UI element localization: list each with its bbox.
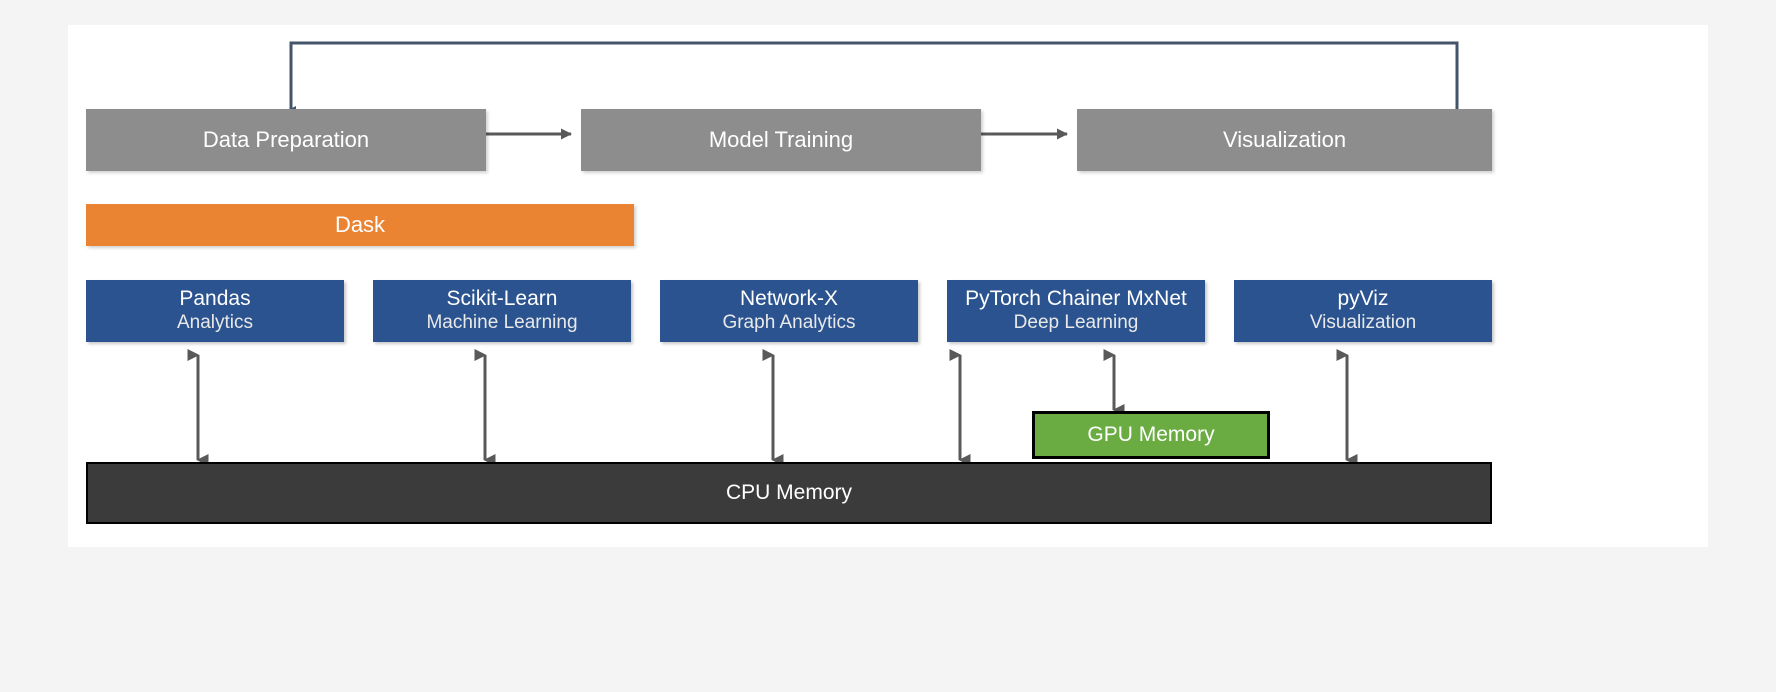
pipeline-stage-data-preparation[interactable]: Data Preparation: [86, 109, 486, 171]
cpu-memory-label: CPU Memory: [725, 480, 852, 504]
pipeline-stage-label: Visualization: [1222, 127, 1347, 153]
library-title: Pandas: [179, 287, 251, 311]
library-title: pyViz: [1337, 287, 1389, 311]
library-title: Scikit-Learn: [446, 287, 558, 311]
library-subtitle: Analytics: [176, 312, 254, 334]
diagram-stage: Data Preparation Model Training Visualiz…: [68, 25, 1708, 547]
diagram-card: Data Preparation Model Training Visualiz…: [68, 25, 1708, 547]
library-subtitle: Machine Learning: [426, 312, 578, 334]
gpu-memory-box[interactable]: GPU Memory: [1032, 411, 1270, 459]
library-box-scikit-learn[interactable]: Scikit-Learn Machine Learning: [373, 280, 631, 342]
pipeline-stage-label: Data Preparation: [202, 127, 370, 153]
library-box-deep-learning[interactable]: PyTorch Chainer MxNet Deep Learning: [947, 280, 1205, 342]
library-box-pyviz[interactable]: pyViz Visualization: [1234, 280, 1492, 342]
library-title: Network-X: [739, 287, 839, 311]
library-subtitle: Deep Learning: [1013, 312, 1139, 334]
pipeline-stage-visualization[interactable]: Visualization: [1077, 109, 1492, 171]
library-box-pandas[interactable]: Pandas Analytics: [86, 280, 344, 342]
library-subtitle: Visualization: [1309, 312, 1417, 334]
gpu-memory-label: GPU Memory: [1087, 422, 1215, 446]
pipeline-stage-label: Model Training: [708, 127, 854, 153]
library-box-network-x[interactable]: Network-X Graph Analytics: [660, 280, 918, 342]
library-title: PyTorch Chainer MxNet: [965, 287, 1187, 311]
scheduler-bar-dask[interactable]: Dask: [86, 204, 634, 246]
cpu-memory-box[interactable]: CPU Memory: [86, 462, 1492, 524]
pipeline-stage-model-training[interactable]: Model Training: [581, 109, 981, 171]
library-subtitle: Graph Analytics: [722, 312, 856, 334]
scheduler-label: Dask: [334, 212, 386, 238]
